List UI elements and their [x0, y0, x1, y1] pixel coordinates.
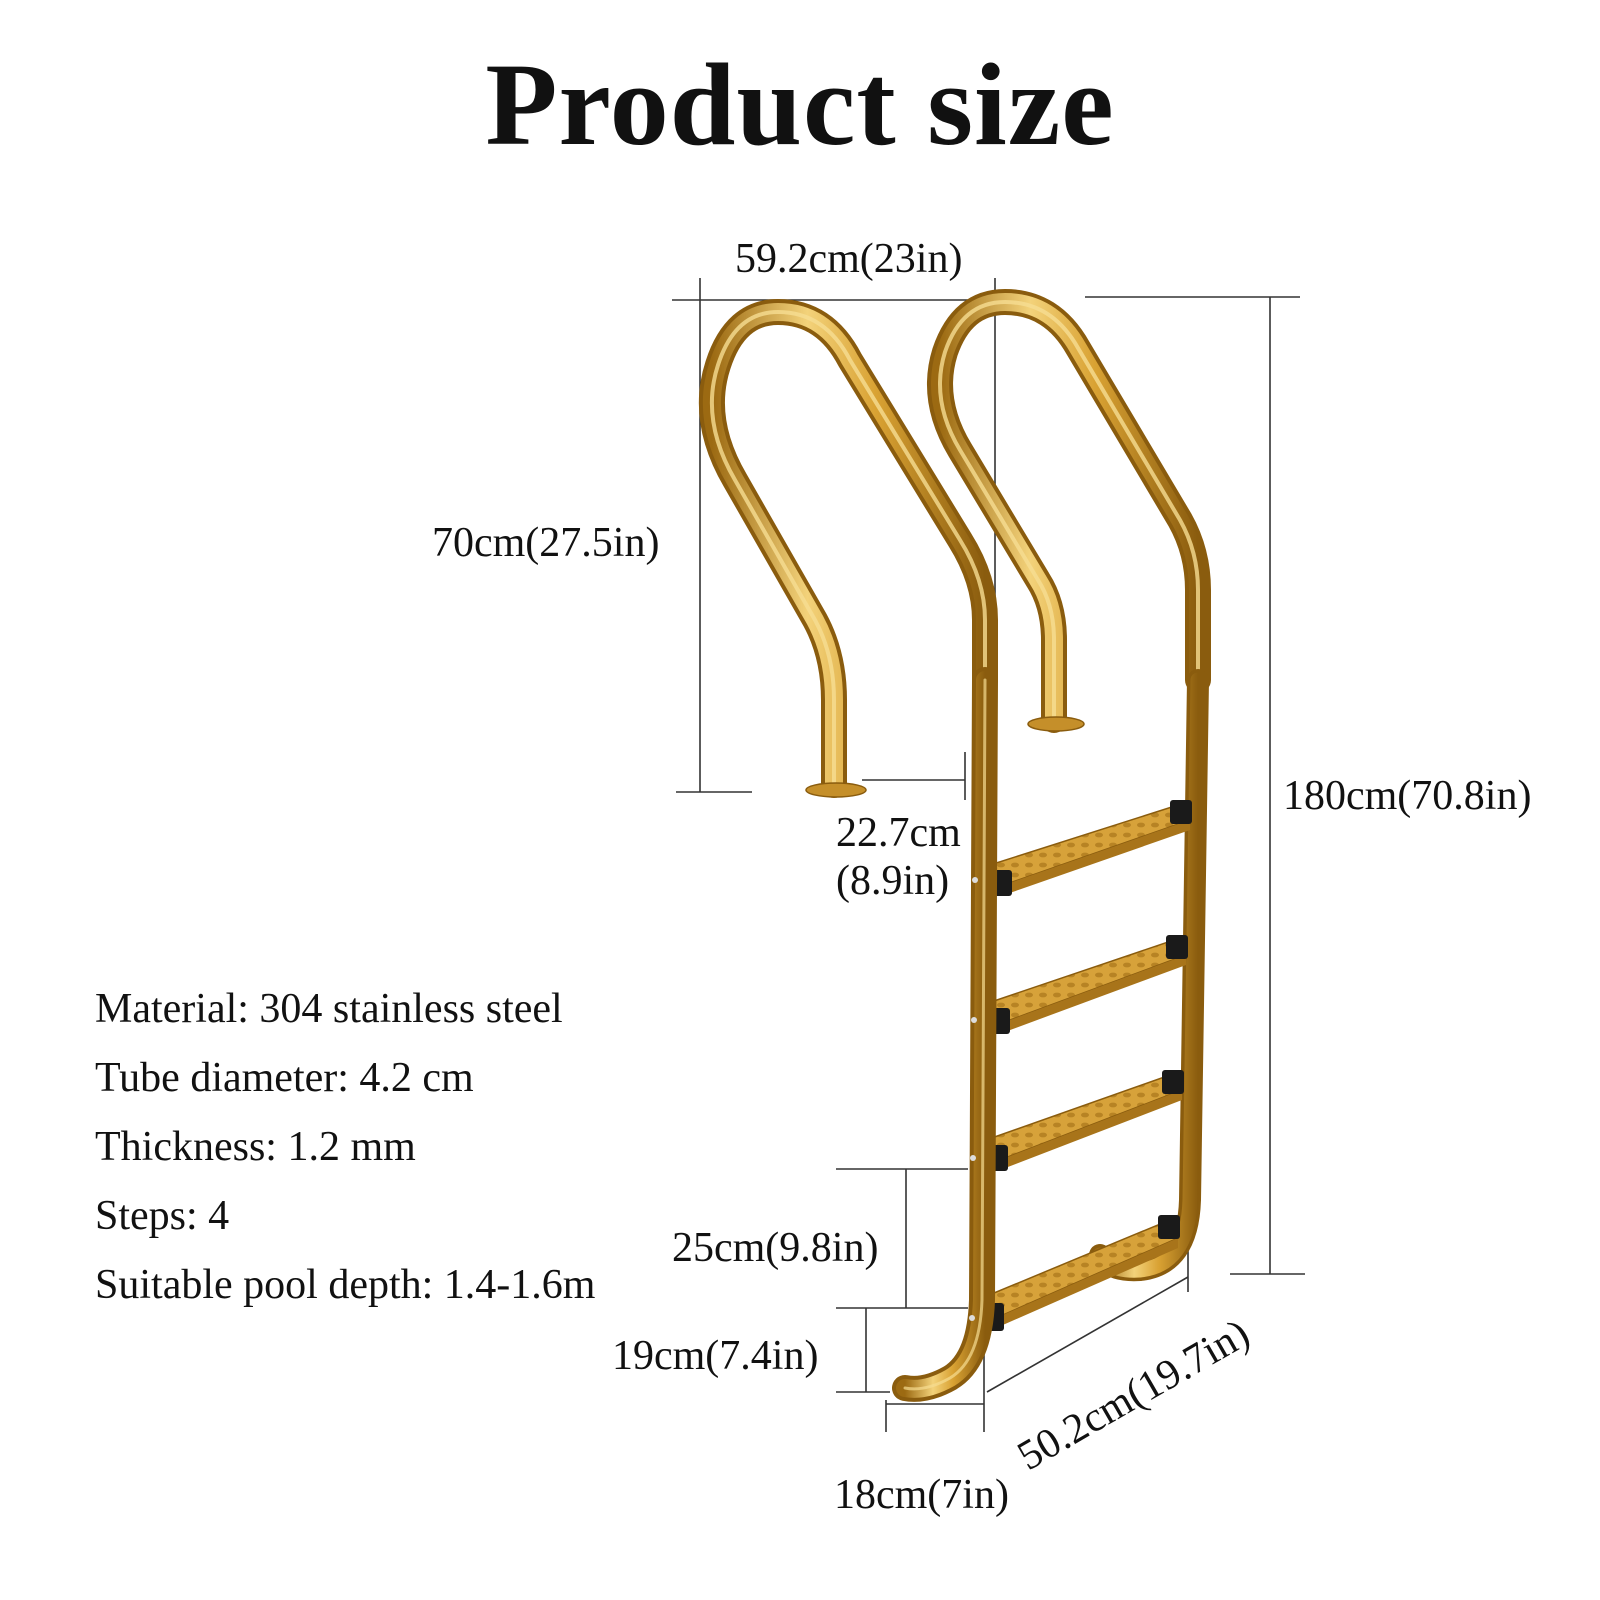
spec-thickness: Thickness: 1.2 mm: [95, 1124, 416, 1170]
foot-depth-label: 18cm(7in): [834, 1472, 1009, 1518]
ladder-steps: [980, 800, 1192, 1331]
step-2: [986, 935, 1188, 1034]
front-side-rail: [892, 667, 998, 1402]
total-height-label: 180cm(70.8in): [1283, 773, 1532, 819]
left-handrail: [698, 298, 998, 798]
handrail-gap-value-label: 22.7cm: [836, 810, 961, 856]
spec-pool-depth: Suitable pool depth: 1.4-1.6m: [95, 1262, 596, 1308]
top-width-label: 59.2cm(23in): [735, 236, 963, 282]
bottom-height-label: 19cm(7.4in): [612, 1333, 819, 1379]
step-1: [988, 800, 1192, 896]
spec-tube-diameter: Tube diameter: 4.2 cm: [95, 1055, 474, 1101]
step-spacing-label: 25cm(9.8in): [672, 1225, 879, 1271]
spec-list: Material: 304 stainless steel Tube diame…: [95, 975, 595, 1320]
spec-material: Material: 304 stainless steel: [95, 986, 563, 1032]
handrail-height-label: 70cm(27.5in): [432, 520, 660, 566]
step-4: [980, 1215, 1180, 1331]
dimension-lines: [672, 278, 1305, 1432]
handrail-gap-inches-label: (8.9in): [836, 858, 950, 904]
right-handrail: [927, 288, 1211, 733]
step-3: [984, 1070, 1184, 1171]
page-title: Product size: [485, 39, 1115, 170]
spec-steps: Steps: 4: [95, 1193, 230, 1239]
